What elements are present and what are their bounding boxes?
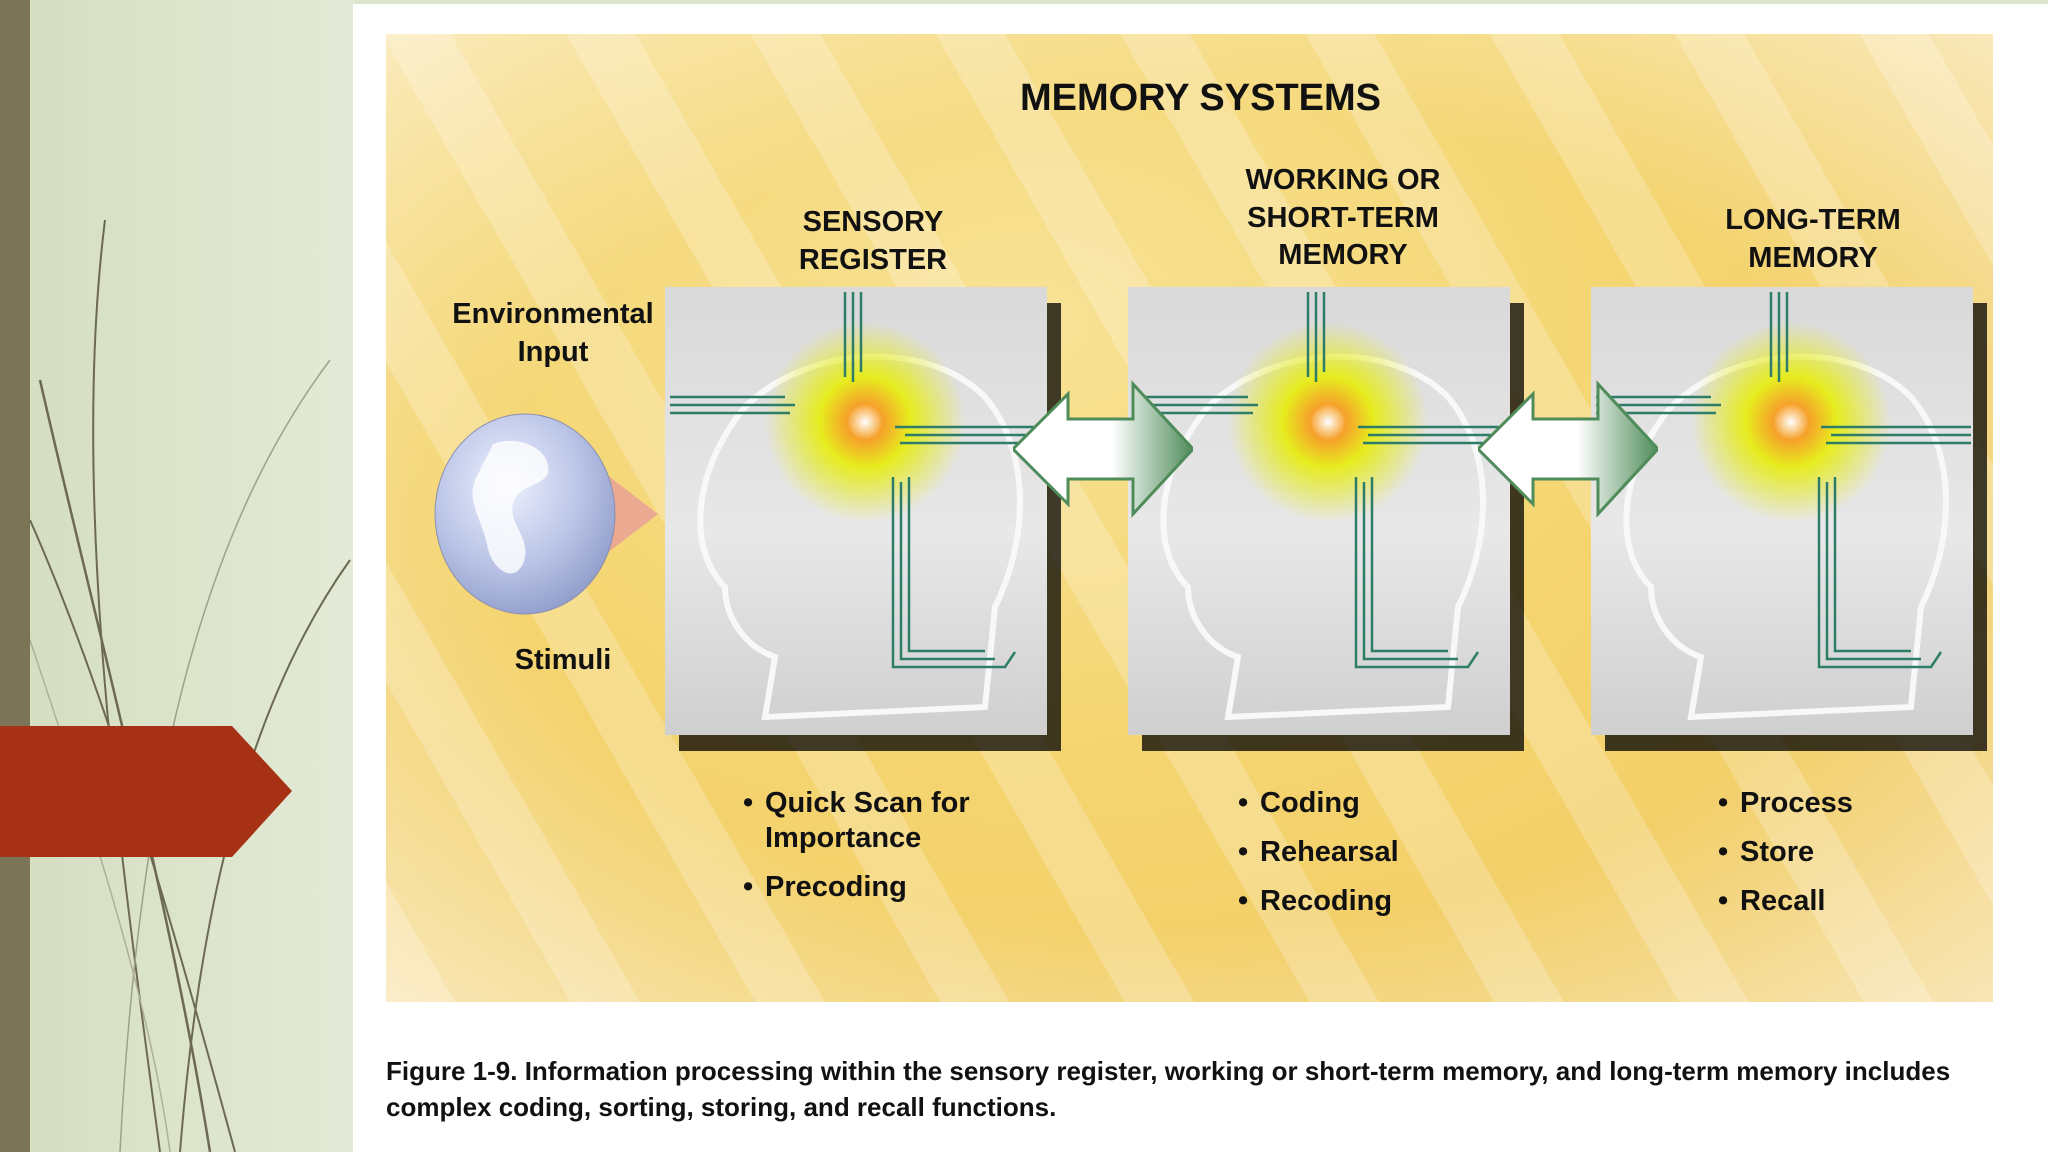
figure: MEMORY SYSTEMS Environmental Input Stimu… [353, 4, 2048, 1152]
label-line: SENSORY [802, 206, 944, 238]
panel-long-term-memory [1591, 287, 1973, 735]
bullets-working-memory: Coding Rehearsal Recoding [1238, 787, 1399, 917]
panel-working-memory [1128, 287, 1510, 735]
bullet-item: Recoding [1238, 885, 1399, 917]
label-line: REGISTER [798, 243, 948, 276]
panel-label-working-memory: WORKING OR SHORT-TERM MEMORY [1153, 162, 1533, 275]
bullet-item: Store [1718, 836, 1853, 868]
bullet-text: Recall [1740, 885, 1826, 917]
slide-decoration-pane [30, 0, 355, 1152]
caption-line: complex coding, sorting, storing, and re… [386, 1091, 1057, 1122]
globe-icon [434, 413, 658, 615]
panel-sensory-register [665, 287, 1047, 735]
label-line: Input [517, 335, 589, 368]
environmental-input-label: Environmental Input [413, 296, 693, 371]
bullet-text: Recoding [1260, 885, 1393, 917]
panel-label-long-term-memory: LONG-TERM MEMORY [1623, 202, 2003, 277]
bullet-text: Rehearsal [1260, 836, 1399, 868]
label-line: WORKING OR [1245, 164, 1441, 196]
bullet-item: Precoding [743, 870, 970, 903]
label-line: LONG-TERM [1725, 204, 1901, 236]
label-line: MEMORY [1278, 239, 1408, 272]
bullet-text: Process [1740, 787, 1853, 819]
bullet-text: Importance [765, 822, 922, 854]
brain-circuit-icon [1133, 292, 1508, 721]
stimuli-label: Stimuli [514, 644, 612, 676]
label-line: SHORT-TERM [1247, 201, 1439, 234]
bullet-text: Quick Scan for [765, 787, 970, 819]
bullets-sensory-register: Quick Scan for Importance Precoding [743, 789, 970, 902]
decorative-curves [30, 219, 351, 1152]
bullets-long-term-memory: Process Store Recall [1718, 787, 1853, 917]
brain-circuit-icon [670, 292, 1045, 721]
bullet-item: Process [1718, 787, 1853, 819]
bullet-item: Quick Scan for Importance [743, 789, 970, 859]
bullet-item: Rehearsal [1238, 836, 1399, 868]
bullet-text: Coding [1260, 787, 1360, 819]
bullet-item: Coding [1238, 787, 1399, 819]
bullet-text: Store [1740, 836, 1815, 868]
label-line: Environmental [452, 298, 654, 330]
figure-caption: Figure 1-9. Information processing withi… [386, 1054, 2026, 1126]
accent-tab [0, 726, 292, 857]
panel-label-sensory-register: SENSORY REGISTER [683, 204, 1063, 279]
double-arrow-icon [1013, 380, 1193, 518]
diagram-title: MEMORY SYSTEMS [1019, 77, 1382, 119]
caption-line: Figure 1-9. Information processing withi… [386, 1056, 1951, 1086]
bullet-item: Recall [1718, 885, 1853, 917]
bullet-text: Precoding [765, 870, 907, 903]
slide-left-bar [0, 0, 30, 1152]
double-arrow-icon [1478, 380, 1658, 518]
label-line: MEMORY [1748, 241, 1878, 274]
